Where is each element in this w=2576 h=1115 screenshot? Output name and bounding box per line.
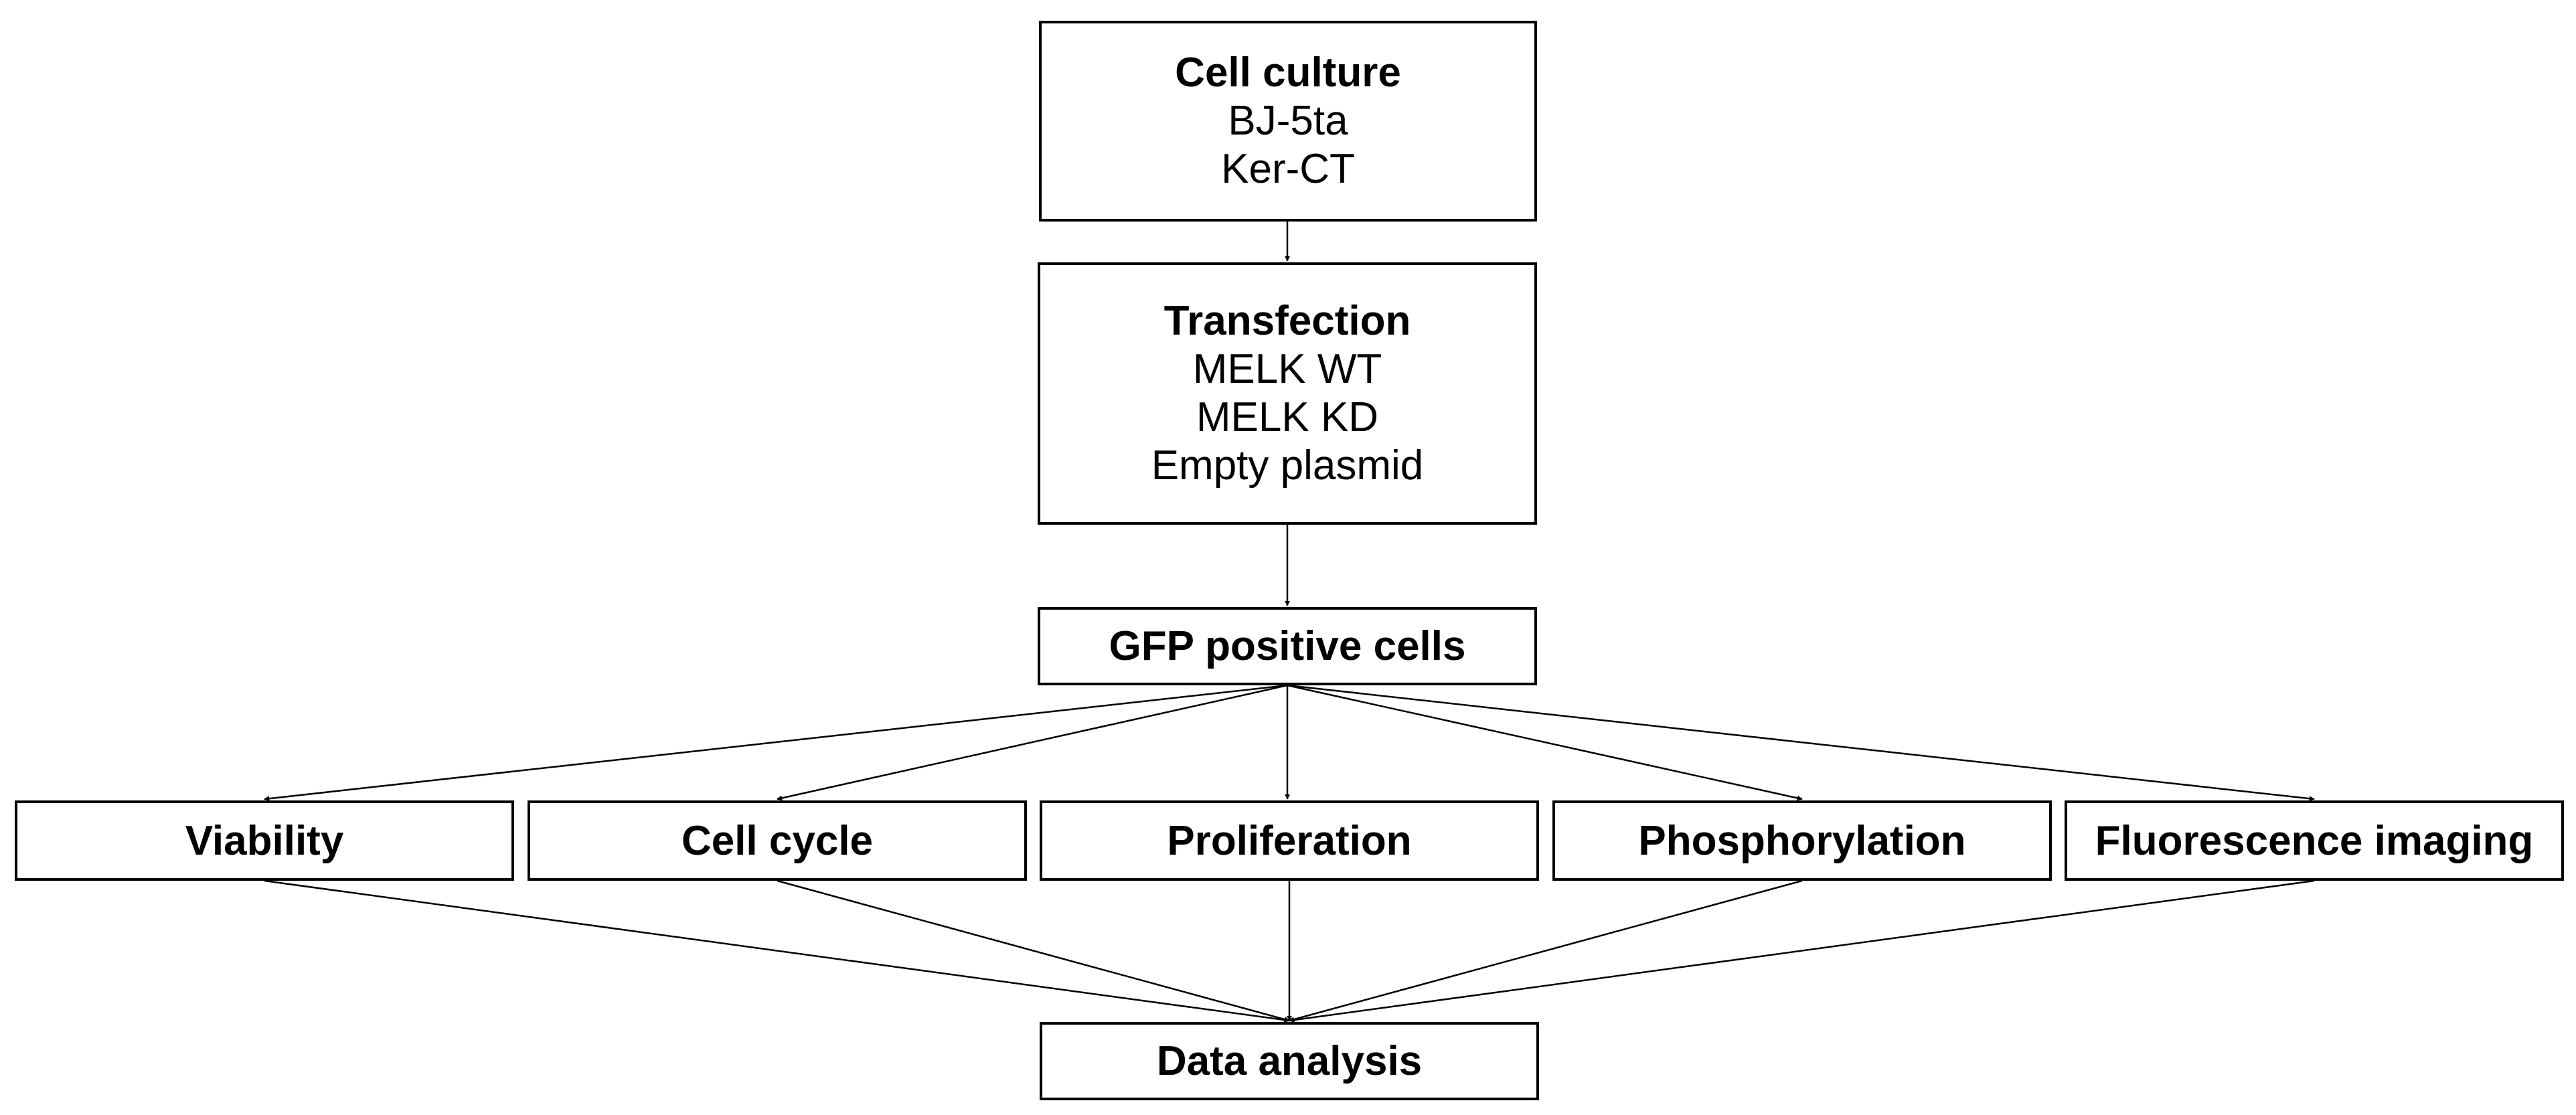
arrow-viability-to-analysis bbox=[264, 879, 1290, 1023]
transfection-melk-wt: MELK WT bbox=[1192, 346, 1382, 393]
cell-cycle-label: Cell cycle bbox=[681, 817, 874, 864]
transfection-title: Transfection bbox=[1163, 298, 1411, 345]
arrow-gfp-to-phosphorylation bbox=[1287, 684, 1803, 801]
data-analysis-title: Data analysis bbox=[1156, 1038, 1423, 1084]
cell-line-ker-ct: Ker-CT bbox=[1221, 145, 1355, 192]
transfection-melk-kd: MELK KD bbox=[1196, 394, 1379, 440]
data-analysis-box: Data analysis bbox=[1040, 1022, 1539, 1100]
viability-box: Viability bbox=[15, 800, 514, 881]
arrow-phosphorylation-to-analysis bbox=[1289, 879, 1803, 1022]
proliferation-box: Proliferation bbox=[1040, 800, 1539, 881]
cell-line-bj-5ta: BJ-5ta bbox=[1228, 98, 1348, 145]
cell-culture-title: Cell culture bbox=[1175, 50, 1401, 96]
arrow-gfp-to-cell-cycle bbox=[777, 684, 1288, 801]
arrow-gfp-to-viability bbox=[264, 684, 1288, 802]
gfp-positive-title: GFP positive cells bbox=[1109, 623, 1466, 669]
fluorescence-imaging-label: Fluorescence imaging bbox=[2095, 817, 2534, 864]
proliferation-label: Proliferation bbox=[1167, 817, 1412, 864]
transfection-empty-plasmid: Empty plasmid bbox=[1151, 442, 1424, 489]
viability-label: Viability bbox=[185, 817, 344, 864]
cell-cycle-box: Cell cycle bbox=[528, 800, 1027, 881]
fluorescence-imaging-box: Fluorescence imaging bbox=[2065, 800, 2564, 881]
cell-culture-box: Cell culture BJ-5ta Ker-CT bbox=[1039, 21, 1537, 222]
phosphorylation-box: Phosphorylation bbox=[1552, 800, 2052, 881]
arrow-cell-cycle-to-analysis bbox=[777, 879, 1290, 1022]
phosphorylation-label: Phosphorylation bbox=[1638, 817, 1966, 864]
gfp-positive-box: GFP positive cells bbox=[1038, 607, 1537, 685]
transfection-box: Transfection MELK WT MELK KD Empty plasm… bbox=[1038, 262, 1537, 525]
arrow-fluorescence-to-analysis bbox=[1289, 879, 2315, 1023]
arrow-gfp-to-fluorescence bbox=[1287, 684, 2315, 802]
